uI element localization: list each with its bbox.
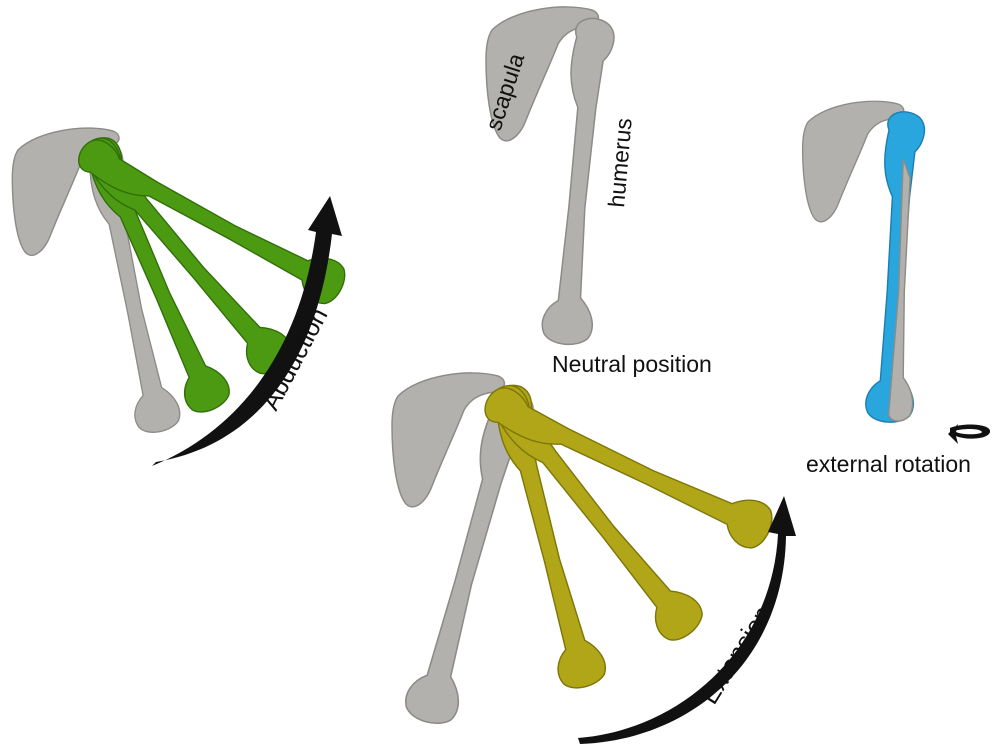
humerus-label: humerus [603, 117, 637, 208]
neutral-panel: scapula humerus Neutral position [480, 7, 712, 377]
rotation-panel: external rotation [803, 101, 991, 477]
abduction-panel: Abduction [12, 128, 352, 466]
rotation-arrow-icon [948, 424, 990, 444]
extension-panel: Extension [392, 373, 796, 744]
neutral-humerus [541, 16, 615, 346]
extension-label: Extension [695, 601, 777, 709]
external-rotation-label: external rotation [806, 451, 971, 477]
neutral-position-label: Neutral position [552, 351, 712, 377]
rotation-humerus [865, 111, 925, 423]
